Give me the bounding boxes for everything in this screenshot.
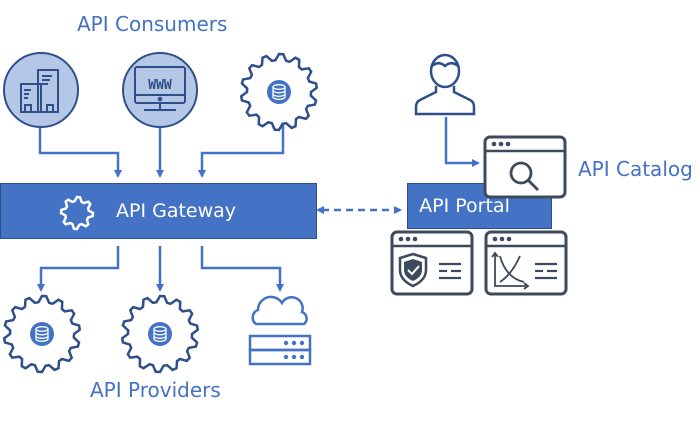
api-catalog-window[interactable] [483,135,567,199]
consumer-service[interactable] [237,50,321,134]
portal-label: API Portal [419,195,510,217]
provider-service-2[interactable] [118,292,202,376]
chart-icon [491,251,530,290]
gear-database-icon [120,294,200,374]
portal-analytics-window[interactable] [484,230,568,296]
shield-check-icon [398,252,428,288]
arrow-consumer-3 [198,122,285,178]
provider-service-1[interactable] [0,292,84,376]
user-icon [414,53,476,116]
arrow-provider-1 [37,246,120,292]
arrow-user-catalog [444,117,480,167]
cloud-server-icon [248,295,312,366]
consumer-enterprise[interactable] [2,52,82,130]
search-icon [509,161,539,191]
gear-database-icon [2,294,82,374]
www-text: WWW [148,78,172,93]
buildings-icon [20,69,59,113]
gear-database-icon [239,52,319,132]
providers-title: API Providers [90,378,221,402]
catalog-label: API Catalog [578,157,693,181]
www-monitor-icon [134,66,186,111]
consumer-web[interactable]: WWW [120,52,200,130]
arrow-consumer-1 [38,125,122,178]
arrow-provider-3 [200,246,284,292]
api-gateway[interactable]: API Gateway [0,183,317,239]
gateway-label: API Gateway [116,200,237,222]
consumers-title: API Consumers [77,12,228,36]
provider-cloud-server[interactable] [246,294,314,370]
portal-security-window[interactable] [390,230,474,296]
gear-icon [59,195,95,231]
